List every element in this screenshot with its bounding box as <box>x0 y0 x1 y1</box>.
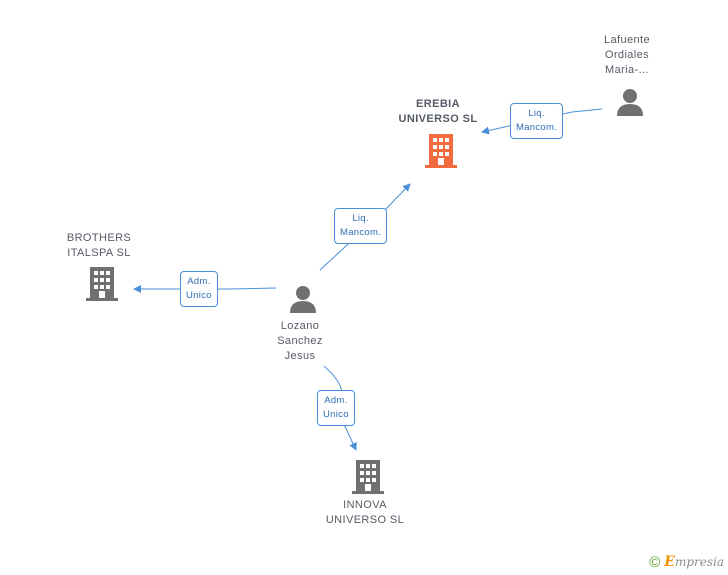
company-name-line: UNIVERSO SL <box>325 514 405 526</box>
company-name-line: BROTHERS <box>66 232 132 244</box>
company-name-line: EREBIA <box>416 98 460 110</box>
role-line: Mancom. <box>340 227 382 238</box>
role-line: Adm. <box>187 276 211 287</box>
edge-label-lozano-erebia[interactable]: Liq. Mancom. <box>334 208 388 244</box>
company-name-line: ITALSPA SL <box>67 247 131 259</box>
edge-label-lozano-brothers[interactable]: Adm. Unico <box>180 271 218 307</box>
edge-label-lafuente-erebia[interactable]: Liq. Mancom. <box>510 103 564 139</box>
person-icon[interactable] <box>615 87 645 117</box>
company-name-line: UNIVERSO SL <box>398 113 478 125</box>
role-line: Liq. <box>528 108 545 119</box>
role-line: Unico <box>323 409 349 420</box>
building-icon[interactable] <box>352 460 384 494</box>
copyright-icon: © <box>649 553 661 571</box>
person-name-line: Lozano <box>280 320 320 332</box>
role-line: Adm. <box>324 395 348 406</box>
person-icon[interactable] <box>288 284 318 314</box>
company-label-erebia[interactable]: EREBIA UNIVERSO SL <box>388 97 488 127</box>
person-name-line: Sanchez <box>277 335 323 347</box>
logo-initial: E <box>664 554 675 570</box>
building-icon[interactable] <box>425 134 457 168</box>
empresia-footer[interactable]: © Empresia <box>649 553 724 571</box>
edge-label-lozano-innova[interactable]: Adm. Unico <box>317 390 355 426</box>
company-label-innova[interactable]: INNOVA UNIVERSO SL <box>315 498 415 528</box>
logo-text: mpresia <box>674 555 724 569</box>
building-icon[interactable] <box>86 267 118 301</box>
role-line: Liq. <box>352 213 369 224</box>
empresia-logo: Empresia <box>664 554 724 570</box>
person-label-lafuente[interactable]: Lafuente Ordiales Maria-... <box>582 33 672 78</box>
person-name-line: Ordiales <box>604 49 650 61</box>
company-name-line: INNOVA <box>343 499 387 511</box>
person-name-line: Maria-... <box>605 64 649 76</box>
edge-lozano-brothers <box>133 285 277 293</box>
person-name-line: Lafuente <box>603 34 651 46</box>
person-name-line: Jesus <box>284 350 316 362</box>
role-line: Unico <box>186 290 212 301</box>
role-line: Mancom. <box>516 122 558 133</box>
person-label-lozano[interactable]: Lozano Sanchez Jesus <box>255 319 345 364</box>
company-label-brothers[interactable]: BROTHERS ITALSPA SL <box>49 231 149 261</box>
